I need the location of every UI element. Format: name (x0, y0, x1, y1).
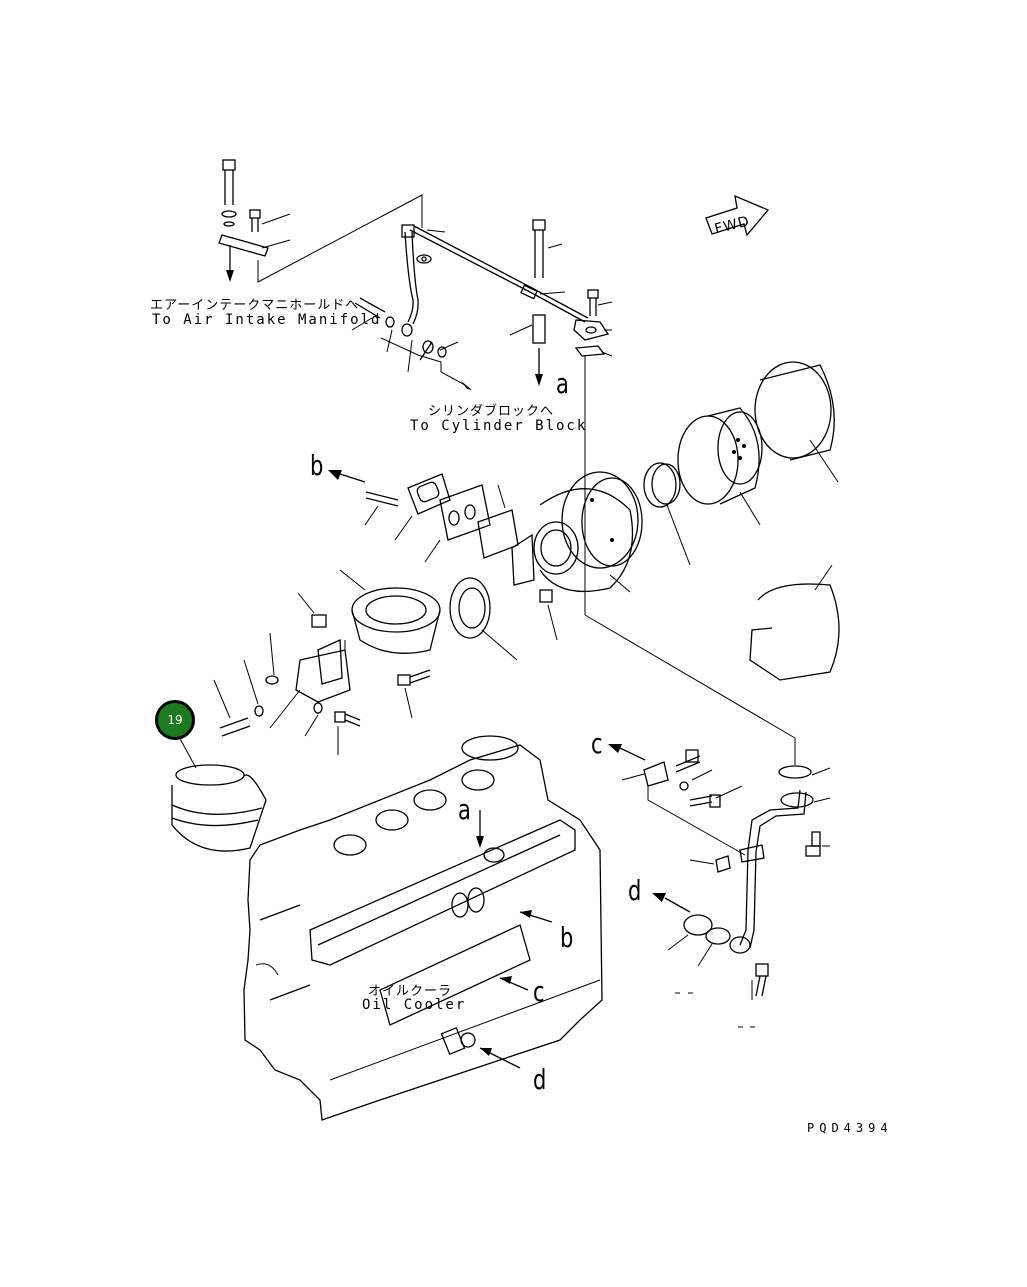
ref-c-left: c (591, 727, 603, 760)
block-reference-arrows (328, 470, 691, 1069)
ref-d-left: d (628, 874, 642, 907)
part-19-sleeve (171, 734, 267, 852)
air-intake-label-jp: エアーインテークマニホールドへ (150, 298, 360, 313)
exhaust-elbow-bracket (213, 569, 441, 755)
oil-cooler-label-en: Oil Cooler (362, 997, 467, 1013)
ref-d-block: d (533, 1063, 547, 1096)
oil-cooler-label-jp: オイルクーラ (368, 984, 453, 999)
top-right-bolt-group (509, 219, 796, 765)
part-19-number: 19 (167, 713, 183, 727)
ref-b-block: b (560, 921, 574, 954)
drawing-code: PQD4394 (807, 1121, 893, 1135)
intake-clamp-and-cover (643, 361, 840, 681)
ref-a-top: a (556, 367, 569, 400)
oil-supply-pipe (351, 224, 589, 390)
gasket-set (364, 473, 519, 661)
bracket-bolt-group (218, 159, 423, 283)
ref-c-block: c (533, 975, 545, 1008)
fwd-arrow-icon (705, 194, 770, 237)
ref-b-left: b (310, 449, 324, 482)
air-intake-label-en: To Air Intake Manifold (152, 312, 382, 328)
part-19-callout-button[interactable]: 19 (155, 700, 195, 740)
ref-a-block: a (458, 793, 471, 826)
oil-return-pipe (621, 749, 831, 1000)
cylinder-block-label-en: To Cylinder Block (410, 418, 588, 434)
cylinder-block-label-jp: シリンダブロックへ (428, 404, 555, 419)
turbocharger (511, 471, 643, 641)
engine-block (243, 735, 603, 1121)
